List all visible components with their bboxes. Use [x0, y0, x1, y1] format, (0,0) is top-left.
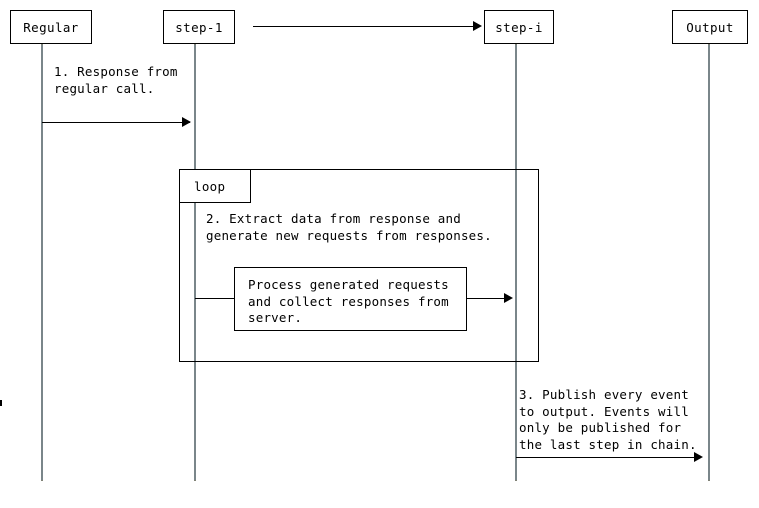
message-box-note-process-generated-requests: Process generated requests and collect r…: [234, 267, 467, 331]
loop-fragment: [179, 169, 539, 362]
message-line-process-generated-requests-tail: [467, 298, 506, 299]
lifeline-output: [708, 44, 710, 481]
arrow-head-response-from-regular: [182, 117, 191, 127]
lifeline-step-1: [194, 44, 196, 481]
participant-regular[interactable]: Regular: [10, 10, 92, 44]
lifeline-regular: [41, 44, 43, 481]
participant-step-i[interactable]: step-i: [484, 10, 554, 44]
lifeline-step-i: [515, 44, 517, 481]
participant-output[interactable]: Output: [672, 10, 748, 44]
message-label-publish-every-event: 3. Publish every event to output. Events…: [519, 387, 697, 452]
arrow-head-publish-every-event: [694, 452, 703, 462]
loop-fragment-note: 2. Extract data from response and genera…: [206, 211, 492, 243]
participant-label-output: Output: [686, 19, 734, 35]
arrow-head-chain-continuation: [473, 21, 482, 31]
participant-label-regular: Regular: [23, 19, 79, 35]
participant-step-1[interactable]: step-1: [163, 10, 235, 44]
loop-fragment-operator-label: loop: [194, 178, 226, 194]
loop-fragment-operator-tab: loop: [180, 170, 251, 203]
participant-label-step-i: step-i: [495, 19, 543, 35]
participant-label-step-1: step-1: [175, 19, 223, 35]
arrow-head-process-generated-requests: [504, 293, 513, 303]
message-label-response-from-regular: 1. Response from regular call.: [54, 64, 178, 96]
message-line-response-from-regular: [42, 122, 190, 123]
message-line-publish-every-event: [516, 457, 696, 458]
message-line-process-generated-requests: [195, 298, 235, 299]
message-line-chain-continuation: [253, 26, 475, 27]
left-edge-artifact: [0, 400, 2, 406]
